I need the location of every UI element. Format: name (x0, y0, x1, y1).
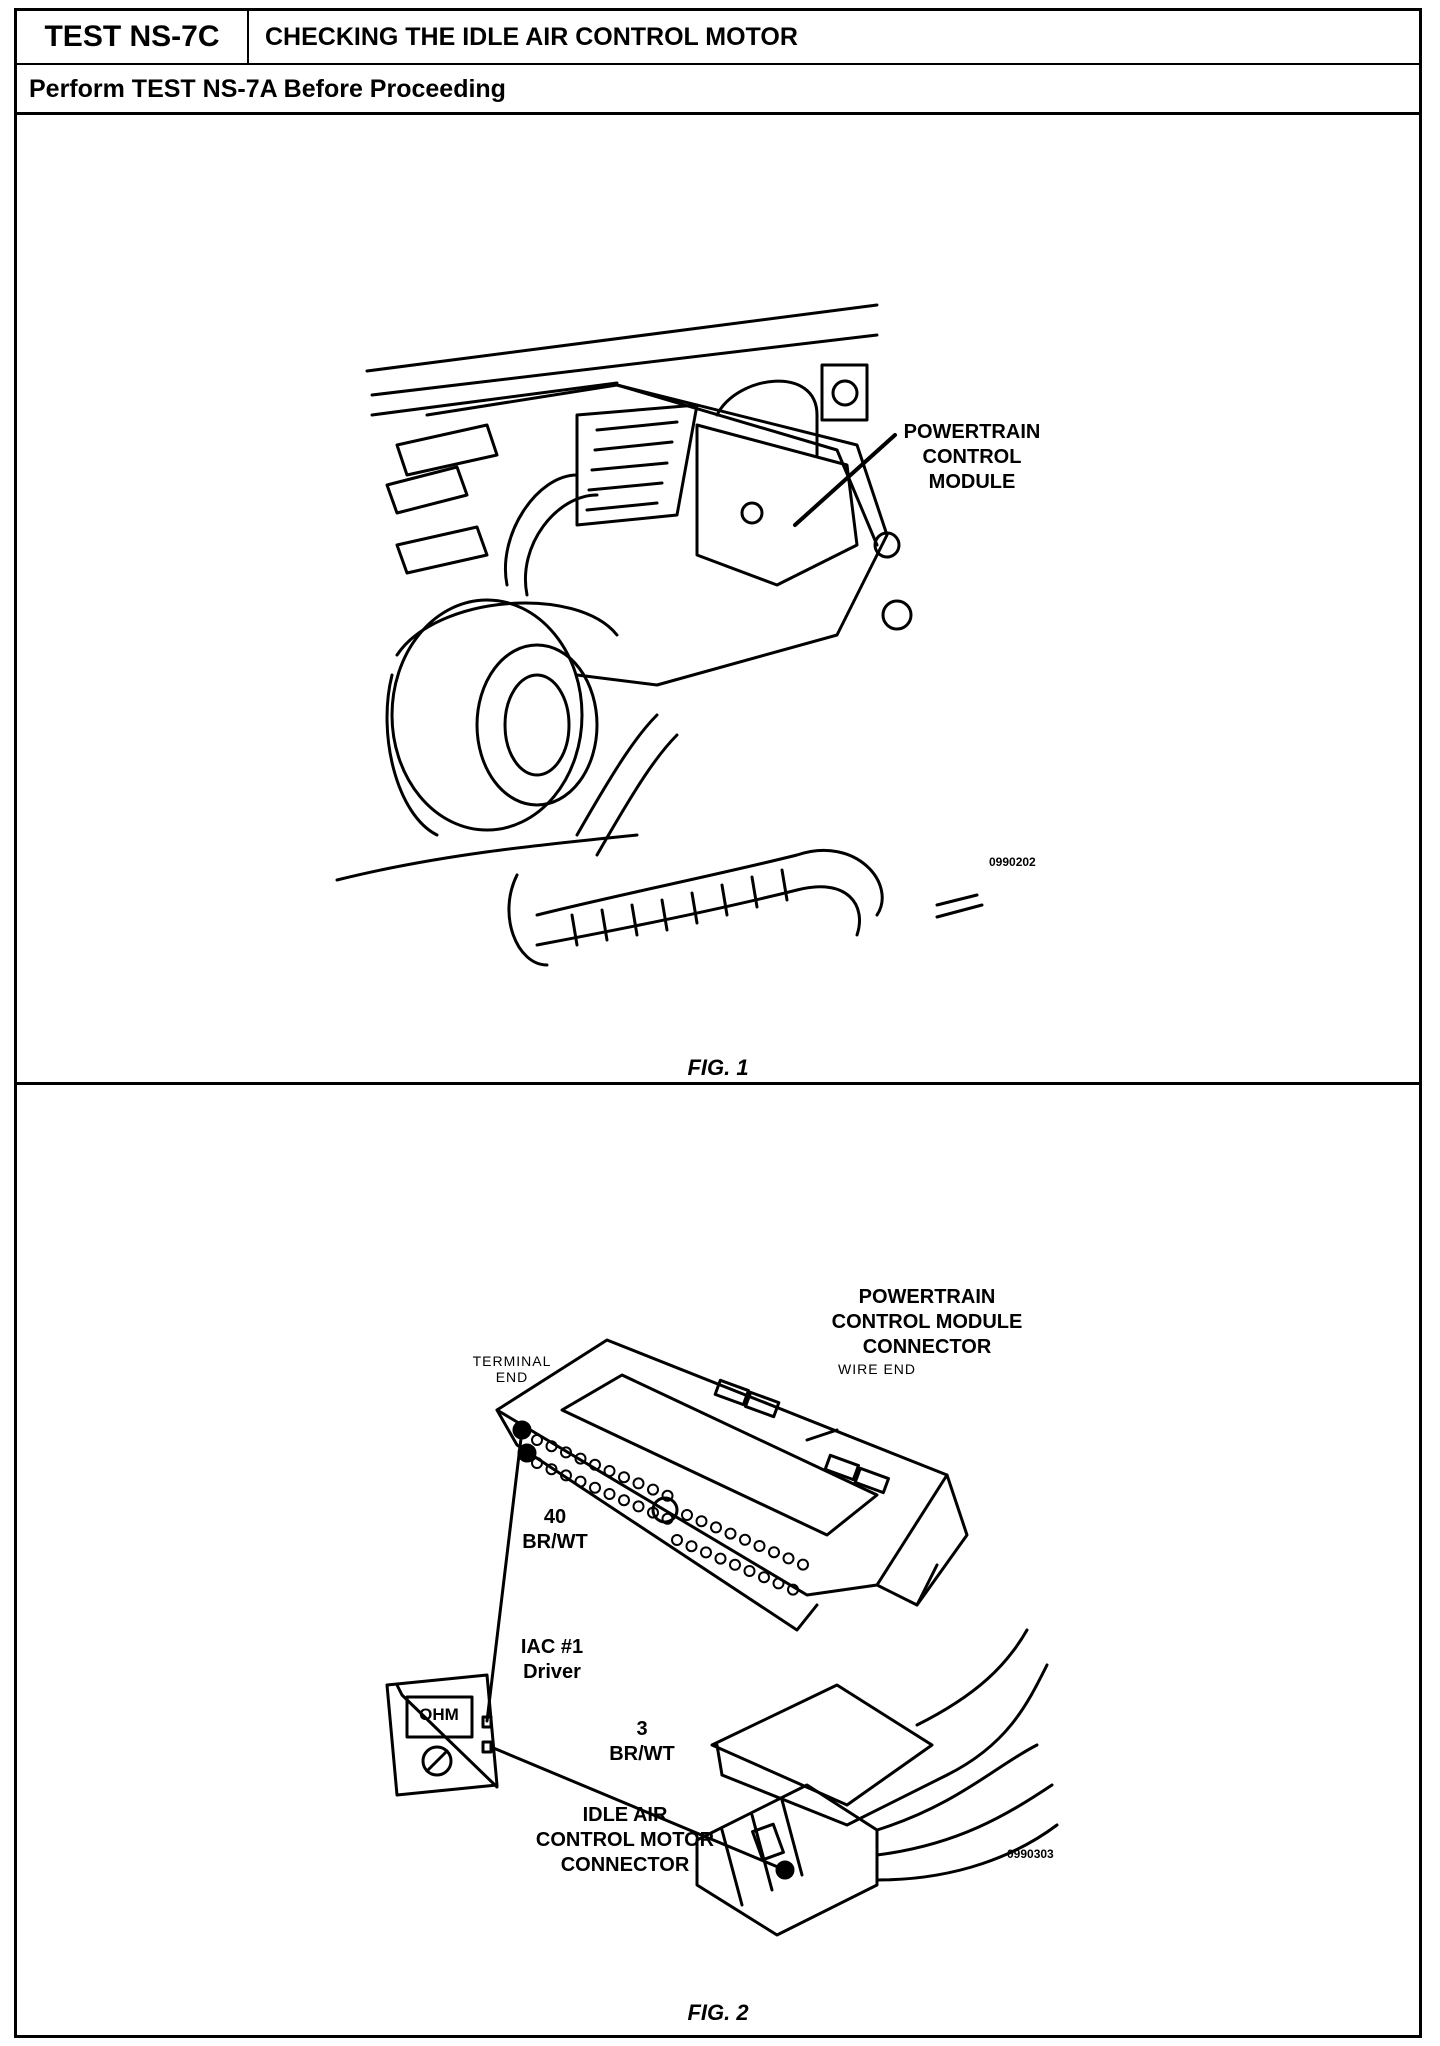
connector-pin (661, 1512, 674, 1525)
fig1-caption: FIG. 1 (687, 1055, 749, 1080)
connector-pin (743, 1565, 756, 1577)
connector-pin (787, 1583, 799, 1596)
connector-pin (661, 1489, 674, 1502)
connector-pin (695, 1515, 708, 1528)
figure-2-panel: POWERTRAIN CONTROL MODULE CONNECTOR TERM… (17, 1085, 1419, 2035)
pcm-location-illustration (335, 303, 984, 967)
pin-40-label: 40 BR/WT (522, 1506, 588, 1553)
connector-pin (685, 1540, 698, 1553)
connector-pin (724, 1527, 737, 1540)
ohmmeter-display: OHM (419, 1705, 459, 1724)
connector-pin (768, 1546, 780, 1559)
connector-pin (710, 1521, 722, 1534)
fig1-image-code: 0990202 (989, 855, 1036, 869)
iac-driver-label: IAC #1 Driver (520, 1636, 584, 1683)
fig2-image-code: 0990303 (1007, 1847, 1054, 1861)
connector-pin (797, 1558, 809, 1571)
connector-pin (603, 1465, 616, 1477)
connector-pin (753, 1540, 766, 1552)
connector-pin (574, 1452, 587, 1465)
connector-pin (618, 1471, 630, 1484)
terminal-end-label: TERMINAL END (472, 1353, 552, 1385)
connector-pin (560, 1446, 572, 1459)
pcm-connector-label: POWERTRAIN CONTROL MODULE CONNECTOR (831, 1286, 1023, 1358)
wire-end-label: WIRE END (838, 1361, 916, 1377)
connector-pin (574, 1475, 587, 1488)
connector-pin (589, 1458, 601, 1471)
connector-pin (603, 1488, 616, 1500)
connector-pin (671, 1534, 683, 1546)
header-bar: TEST NS-7C CHECKING THE IDLE AIR CONTROL… (17, 11, 1419, 65)
iac-connector-label: IDLE AIR CONTROL MOTOR CONNECTOR (535, 1804, 715, 1876)
connector-pin (647, 1483, 659, 1496)
test-title: CHECKING THE IDLE AIR CONTROL MOTOR (265, 23, 798, 51)
connector-pin (647, 1506, 659, 1519)
connector-pin (772, 1577, 785, 1590)
test-id: TEST NS-7C (17, 11, 249, 63)
connector-pin (545, 1440, 558, 1453)
pin-3-label: 3 BR/WT (609, 1718, 675, 1765)
connector-pin (714, 1552, 727, 1565)
connector-pin (729, 1558, 741, 1571)
connector-pin (589, 1481, 601, 1494)
connector-pin (632, 1500, 645, 1513)
connector-pin (782, 1552, 795, 1565)
connector-pin (618, 1494, 630, 1507)
iac-circuit-illustration (385, 1338, 1059, 1937)
fig2-caption: FIG. 2 (687, 2000, 749, 2025)
connector-pin (545, 1463, 558, 1476)
connector-pin (700, 1546, 712, 1559)
connector-pin (632, 1477, 645, 1490)
connector-pin (560, 1469, 572, 1482)
pcm-label: POWERTRAIN CONTROL MODULE (903, 421, 1041, 493)
prerequisite-note: Perform TEST NS-7A Before Proceeding (17, 65, 1419, 115)
connector-pin (531, 1434, 543, 1446)
figure-1-panel: POWERTRAIN CONTROL MODULE 0990202 FIG. 1 (17, 115, 1419, 1085)
test-procedure-page: TEST NS-7C CHECKING THE IDLE AIR CONTROL… (14, 8, 1422, 2038)
connector-pin (758, 1571, 770, 1584)
connector-pin (739, 1533, 751, 1546)
connector-pin (531, 1457, 543, 1469)
connector-pin (681, 1509, 693, 1521)
